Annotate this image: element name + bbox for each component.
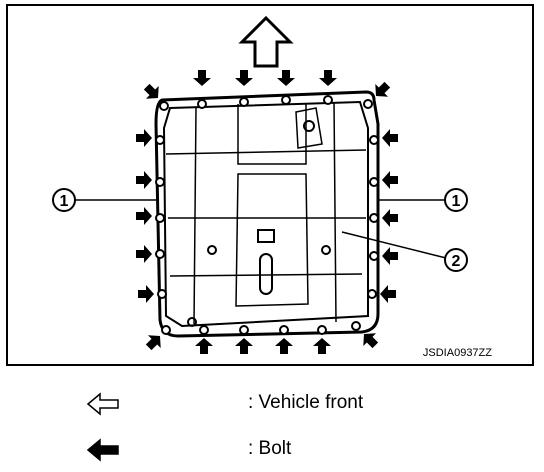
- outline-arrow-left-icon: [86, 392, 119, 416]
- oil-pan-diagram: 1 1 2 JSDIA0937ZZ: [52, 15, 492, 359]
- callout-2-label: 2: [452, 253, 461, 270]
- callout-2: 2: [444, 248, 468, 272]
- callout-1-right: 1: [444, 188, 468, 212]
- bolt-holes: [155, 95, 379, 335]
- legend-bolt-label: : Bolt: [248, 438, 292, 459]
- callout-leaders: [74, 199, 447, 259]
- oil-pan: [154, 90, 380, 338]
- vehicle-front-arrow-icon: [238, 15, 294, 68]
- figure-code: JSDIA0937ZZ: [423, 347, 492, 359]
- solid-arrow-left-icon: [86, 438, 119, 462]
- legend-vehicle-front-label: : Vehicle front: [248, 392, 364, 413]
- callout-1-right-label: 1: [452, 193, 461, 210]
- legend-vehicle-front: : Vehicle front: [0, 388, 544, 420]
- bolt-arrows: [136, 70, 398, 354]
- callout-1-left: 1: [52, 188, 76, 212]
- diagram-frame: [6, 4, 534, 366]
- legend-bolt: : Bolt: [0, 434, 544, 466]
- callout-1-left-label: 1: [60, 193, 69, 210]
